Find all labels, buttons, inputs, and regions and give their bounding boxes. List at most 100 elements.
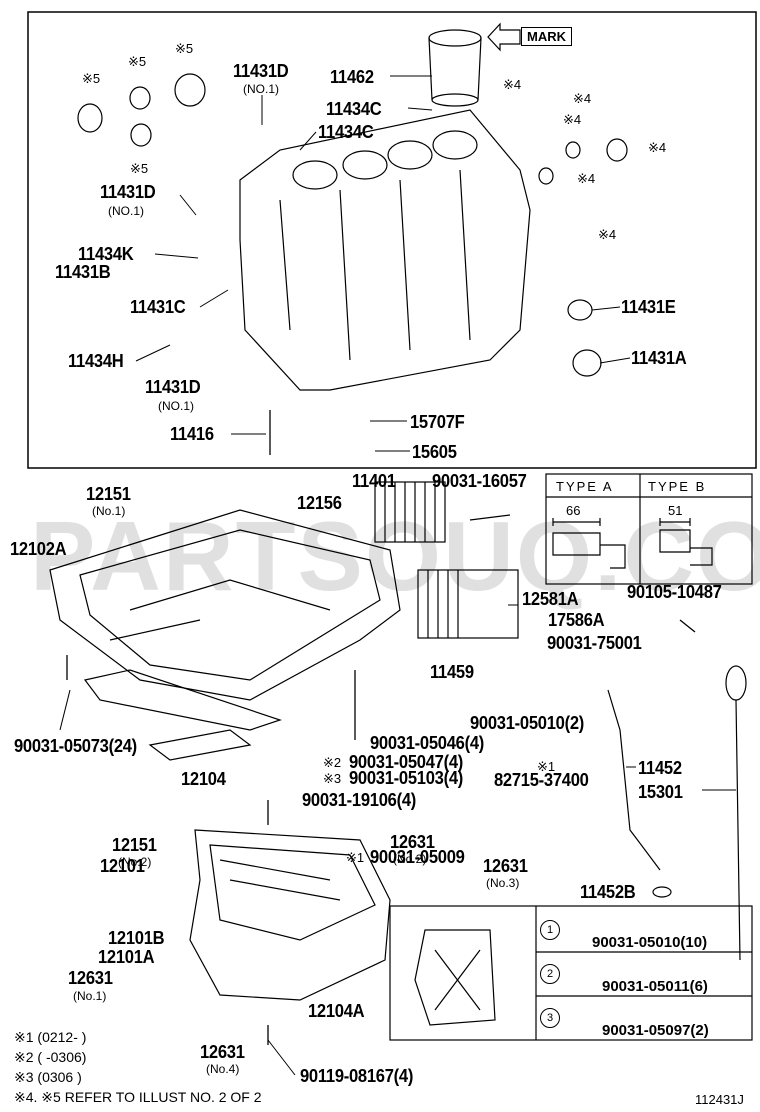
part-label[interactable]: 12101B xyxy=(108,928,165,948)
part-sublabel: (No.2) xyxy=(118,855,152,869)
baffle-12581A xyxy=(417,569,519,639)
part-label[interactable]: 11431C xyxy=(130,297,186,317)
reference-mark: ※1 xyxy=(537,759,556,774)
part-label[interactable]: 11452B xyxy=(580,882,636,902)
legend-number-2: 2 xyxy=(540,964,560,984)
stiffener-12104 xyxy=(83,669,282,761)
upper-section-frame xyxy=(27,11,757,469)
part-label[interactable]: 15707F xyxy=(410,412,465,432)
part-label[interactable]: 12581A xyxy=(522,589,579,609)
part-label[interactable]: 11431D xyxy=(145,377,201,397)
part-label[interactable]: 90105-10487 xyxy=(627,582,722,602)
part-label[interactable]: 11434C xyxy=(318,122,374,142)
part-label[interactable]: 11431B xyxy=(55,262,111,282)
note-2: ※2 ( -0306) xyxy=(14,1049,87,1065)
bolts xyxy=(66,410,696,1045)
part-label[interactable]: 11434C xyxy=(326,99,382,119)
oil-pan-upper-12102A xyxy=(49,509,401,701)
plugs xyxy=(77,73,628,377)
part-sublabel: (NO.1) xyxy=(108,204,144,218)
part-label[interactable]: 90031-05103(4) xyxy=(349,768,463,788)
part-label[interactable]: 90031-75001 xyxy=(547,633,642,653)
cylinder-sleeve-11462 xyxy=(428,22,521,107)
part-label[interactable]: 11401 xyxy=(352,471,396,491)
part-label[interactable]: 11452 xyxy=(638,758,682,778)
type-b-header: TYPE B xyxy=(648,479,707,494)
part-label[interactable]: 11431E xyxy=(621,297,676,317)
part-label[interactable]: 12104 xyxy=(181,769,226,789)
dipstick-guide-11452 xyxy=(607,689,672,898)
part-label[interactable]: 17586A xyxy=(548,610,605,630)
type-a-dimension: 66 xyxy=(566,503,581,518)
dipstick-15301 xyxy=(725,665,747,961)
part-label[interactable]: 12631 xyxy=(200,1042,245,1062)
reference-mark: ※4 xyxy=(573,91,592,106)
part-label[interactable]: 90031-05009 xyxy=(370,847,465,867)
part-label[interactable]: 11416 xyxy=(170,424,214,444)
part-label[interactable]: 11434K xyxy=(78,244,134,264)
type-b-dimension: 51 xyxy=(668,503,683,518)
reference-mark: ※5 xyxy=(175,41,194,56)
legend-part-1[interactable]: 90031-05010(10) xyxy=(592,934,708,951)
part-label[interactable]: 90031-05010(2) xyxy=(470,713,584,733)
part-label[interactable]: 12102A xyxy=(10,539,67,559)
part-label[interactable]: 11459 xyxy=(430,662,474,682)
part-sublabel: (NO.1) xyxy=(243,82,279,96)
reference-mark: ※4 xyxy=(503,77,522,92)
mark-label: MARK xyxy=(521,27,572,46)
reference-mark: ※4 xyxy=(563,112,582,127)
part-label[interactable]: 15605 xyxy=(412,442,457,462)
legend-number-1: 1 xyxy=(540,920,560,940)
reference-mark: ※4 xyxy=(648,140,667,155)
part-label[interactable]: 11431A xyxy=(631,348,687,368)
diagram-code: 112431J xyxy=(695,1092,744,1107)
cylinder-block-11401 xyxy=(239,109,531,391)
reference-mark: ※2 xyxy=(323,755,342,770)
part-label[interactable]: 11431D xyxy=(233,61,289,81)
note-3: ※3 (0306 ) xyxy=(14,1069,82,1085)
reference-mark: ※4 xyxy=(577,171,596,186)
reference-mark: ※5 xyxy=(82,71,101,86)
part-sublabel: (No.1) xyxy=(92,504,126,518)
part-sublabel: (No.4) xyxy=(206,1062,240,1076)
oil-pan-lower-12101 xyxy=(189,829,391,1001)
part-sublabel: (No 2) xyxy=(393,852,427,866)
part-sublabel: (No.3) xyxy=(486,876,520,890)
part-label[interactable]: 12156 xyxy=(297,493,342,513)
part-label[interactable]: 12101 xyxy=(100,856,145,876)
note-1: ※1 (0212- ) xyxy=(14,1029,87,1045)
part-label[interactable]: 90031-19106(4) xyxy=(302,790,416,810)
part-label[interactable]: 12631 xyxy=(483,856,528,876)
note-4: ※4. ※5 REFER TO ILLUST NO. 2 OF 2 xyxy=(14,1089,262,1105)
part-label[interactable]: 11431D xyxy=(100,182,156,202)
part-label[interactable]: 12151 xyxy=(112,835,157,855)
type-a-header: TYPE A xyxy=(556,479,614,494)
part-sublabel: (NO.1) xyxy=(158,399,194,413)
part-sublabel: (No.1) xyxy=(73,989,107,1003)
part-label[interactable]: 11462 xyxy=(330,67,374,87)
part-label[interactable]: 82715-37400 xyxy=(494,770,589,790)
reference-mark: ※1 xyxy=(346,850,365,865)
part-label[interactable]: 12151 xyxy=(86,484,131,504)
legend-part-2[interactable]: 90031-05011(6) xyxy=(602,978,708,995)
part-label[interactable]: 12631 xyxy=(390,832,435,852)
legend-part-3[interactable]: 90031-05097(2) xyxy=(602,1022,709,1039)
part-label[interactable]: 15301 xyxy=(638,782,683,802)
legend-frame xyxy=(389,905,753,1041)
part-label[interactable]: 90031-05046(4) xyxy=(370,733,484,753)
part-label[interactable]: 90031-05073(24) xyxy=(14,736,137,756)
part-label[interactable]: 90031-16057 xyxy=(432,471,527,491)
baffle-12156 xyxy=(374,481,446,543)
part-label[interactable]: 12104A xyxy=(308,1001,365,1021)
reference-mark: ※4 xyxy=(598,227,617,242)
reference-mark: ※5 xyxy=(128,54,147,69)
part-label[interactable]: 12101A xyxy=(98,947,155,967)
part-label[interactable]: 11434H xyxy=(68,351,124,371)
part-label[interactable]: 90119-08167(4) xyxy=(300,1066,414,1086)
part-label[interactable]: 90031-05047(4) xyxy=(349,752,463,772)
type-table-frame xyxy=(545,473,753,585)
part-label[interactable]: 12631 xyxy=(68,968,113,988)
legend-number-3: 3 xyxy=(540,1008,560,1028)
